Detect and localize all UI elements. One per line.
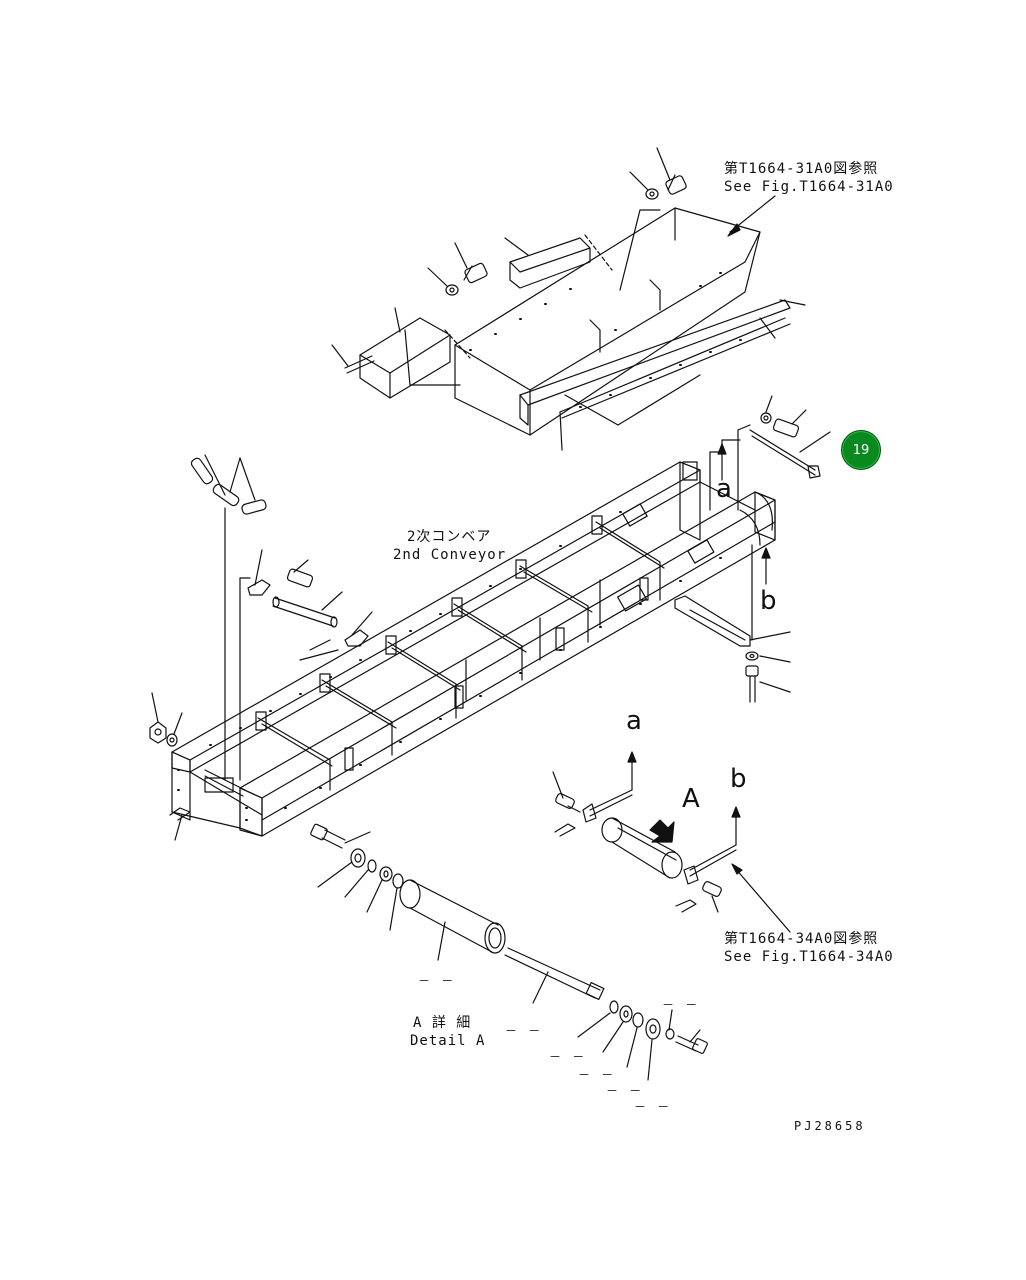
arrow-label-b-upper: b	[760, 586, 777, 616]
bolt-icon	[665, 175, 687, 195]
arrow-label-b-lower: b	[730, 764, 747, 794]
washer-icon	[446, 285, 458, 295]
bearing-icon	[646, 1019, 660, 1039]
washer-icon	[610, 1001, 618, 1013]
bearing-icon	[380, 867, 392, 881]
bolt-icon	[464, 262, 488, 283]
bearing-icon	[620, 1006, 632, 1022]
detail-label-en: Detail A	[410, 1033, 486, 1049]
pin-icon	[241, 499, 267, 515]
ref-top-jp: 第T1664-31A0図参照	[724, 161, 879, 177]
washer-icon	[746, 652, 758, 660]
main-frame	[172, 462, 775, 836]
left-fasteners	[150, 455, 372, 840]
ref-bottom-jp: 第T1664-34A0図参照	[724, 931, 879, 947]
frame-posts	[330, 562, 660, 790]
bolt-icon	[555, 793, 580, 812]
rail-bolt-holes	[580, 340, 741, 407]
nut-icon	[150, 722, 166, 743]
blank-callout: － －	[606, 1084, 644, 1098]
detail-label-jp: A 詳 細	[413, 1015, 472, 1031]
washer-icon	[666, 1029, 674, 1039]
shaft-assembly	[310, 824, 708, 1080]
trough-bolt-holes	[470, 273, 721, 350]
washer-icon	[761, 413, 771, 423]
bearing-icon	[351, 849, 365, 867]
blank-callout: － －	[418, 974, 456, 988]
pin-icon	[273, 597, 337, 627]
ref-top-en: See Fig.T1664-31A0	[724, 179, 894, 195]
pin-icon	[190, 457, 214, 486]
roller-icon	[602, 818, 682, 878]
drum-icon	[400, 880, 505, 953]
shaft-icon	[505, 948, 604, 999]
washer-icon	[633, 1013, 643, 1027]
pin-icon	[212, 483, 241, 507]
blank-callout: － －	[578, 1068, 616, 1082]
blank-callout: － －	[662, 998, 700, 1012]
bolt-icon	[773, 418, 800, 437]
washer-icon	[368, 860, 376, 872]
detail-a-assembly	[553, 752, 790, 932]
arrow-label-a-lower: a	[626, 706, 642, 736]
pin-icon	[345, 356, 374, 373]
washer-icon	[646, 189, 658, 199]
blank-callout: － －	[634, 1100, 672, 1114]
badge-number: 19	[852, 442, 870, 458]
frame-brackets	[256, 516, 648, 770]
blank-callout: － －	[505, 1024, 543, 1038]
bolt-icon	[746, 666, 758, 702]
upper-fasteners	[332, 148, 805, 373]
washer-icon	[393, 874, 403, 888]
bolt-icon	[287, 568, 314, 587]
drawing-code: PJ28658	[794, 1119, 866, 1133]
conveyor-label-en: 2nd Conveyor	[393, 547, 507, 563]
ref-bottom-en: See Fig.T1664-34A0	[724, 949, 894, 965]
bolt-icon	[676, 1036, 708, 1054]
conveyor-label-jp: 2次コンベア	[407, 529, 492, 545]
part-number-badge[interactable]: 19	[841, 430, 881, 470]
right-fasteners	[675, 196, 830, 702]
bolt-icon	[702, 881, 723, 898]
washer-icon	[167, 734, 177, 746]
bolt-icon	[310, 824, 345, 848]
view-arrow-icon	[650, 820, 674, 842]
blank-callout: － －	[549, 1050, 587, 1064]
upper-cover-assembly	[360, 208, 790, 450]
cross-members	[258, 522, 664, 766]
arrow-label-a-upper: a	[716, 474, 732, 504]
view-label-a: A	[682, 784, 700, 814]
